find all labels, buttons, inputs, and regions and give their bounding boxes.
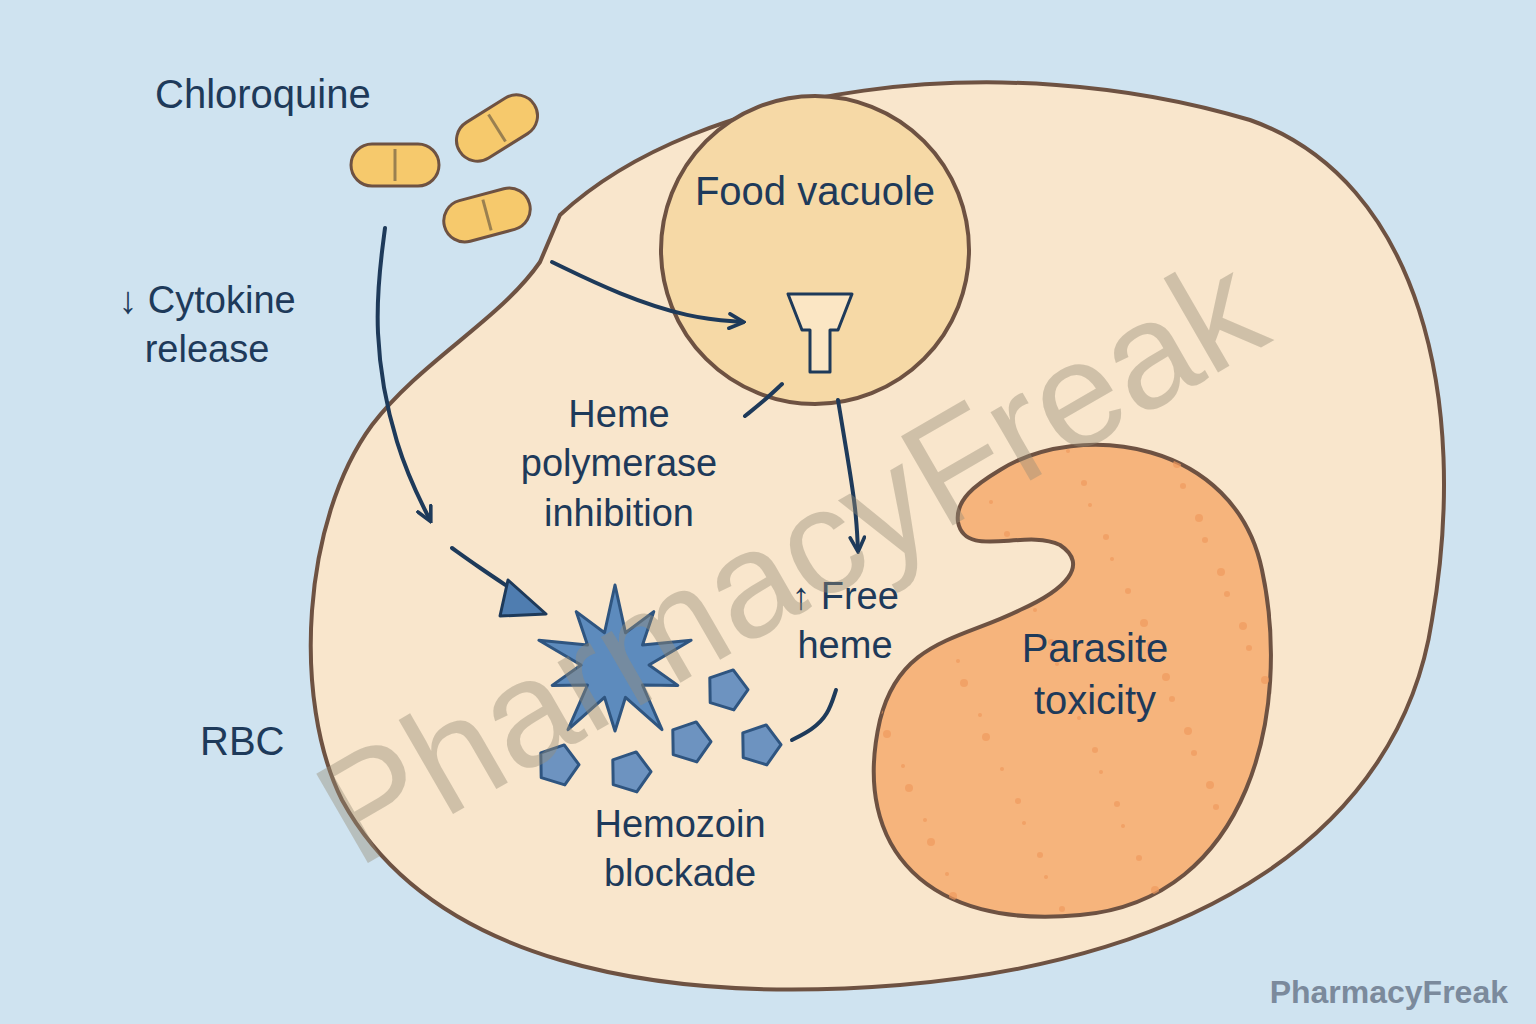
drug-name: Chloroquine [155, 68, 475, 120]
hemozoin-crystal [743, 725, 781, 765]
pill [351, 144, 439, 186]
funnel-icon [788, 294, 852, 372]
node-label: Parasite toxicity [975, 622, 1215, 726]
arrow-to-cytoplasm [378, 228, 430, 520]
node-label: Food vacuole [678, 165, 952, 217]
vacuole-membrane [661, 96, 969, 404]
leader-free-heme [792, 690, 836, 740]
leader-heme-polymerase [745, 384, 782, 416]
food-vacuole-outline [658, 93, 972, 407]
pill [439, 183, 535, 246]
food-vacuole: Food vacuole [658, 93, 972, 407]
pill [449, 87, 546, 169]
mechanism-label: Hemozoin blockade [540, 800, 820, 899]
arrow-to-vacuole [552, 262, 742, 322]
effect-label: ↓ Cytokine release [82, 276, 332, 375]
arrow-to-star [452, 548, 510, 588]
brand-mark: PharmacyFreak [1270, 972, 1508, 1014]
